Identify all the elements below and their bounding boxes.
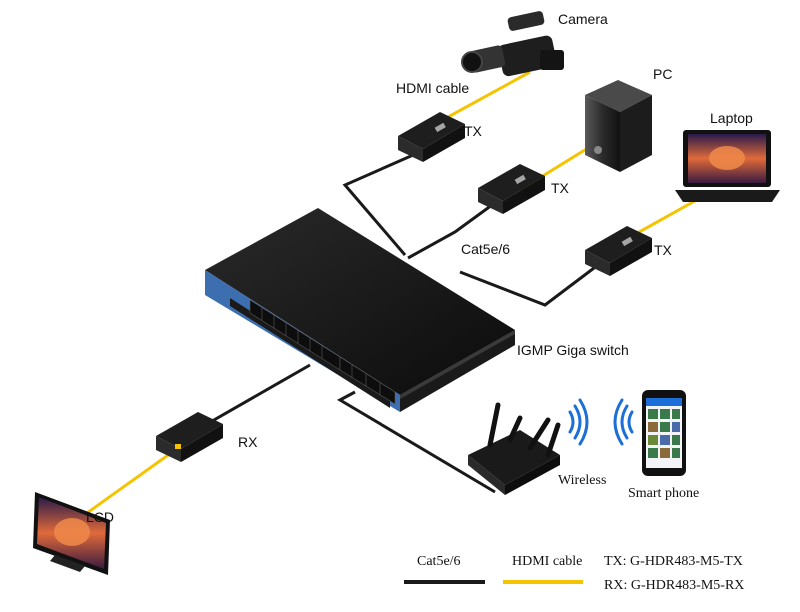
rx-extender-icon (156, 412, 223, 462)
cat-cable-rx (199, 363, 311, 430)
laptop-icon (675, 130, 780, 202)
smartphone-icon (642, 390, 686, 476)
tx-extender-icon (478, 164, 545, 214)
tx-extender-icon (585, 226, 652, 276)
legend: Cat5e/6 HDMI cable TX: G-HDR483-M5-TX RX… (404, 554, 744, 593)
legend-tx-model: TX: G-HDR483-M5-TX (604, 554, 743, 569)
smartphone-label: Smart phone (628, 486, 699, 501)
router-icon (468, 402, 561, 495)
hdmi-cable-lcd (79, 446, 179, 520)
cat-cable-tx1 (342, 150, 421, 256)
legend-hdmi-label: HDMI cable (512, 554, 582, 569)
cat-cable-tx2 (407, 203, 493, 260)
legend-cat-label: Cat5e/6 (417, 554, 461, 569)
switch-label: IGMP Giga switch (517, 342, 629, 358)
pc-tower-icon (585, 80, 652, 172)
camera-icon (461, 11, 564, 77)
wifi-signal-icon (613, 398, 634, 446)
rx-label: RX (238, 434, 258, 450)
tx3-label: TX (654, 242, 673, 258)
camera-label: Camera (558, 11, 608, 27)
tx-extender-icon (398, 112, 465, 162)
legend-rx-model: RX: G-HDR483-M5-RX (604, 578, 744, 593)
lcd-monitor-icon (33, 492, 110, 575)
wifi-signal-icon (568, 398, 589, 446)
lcd-label: LCD (86, 509, 114, 525)
wireless-label: Wireless (558, 473, 606, 488)
hdmi-cable-label: HDMI cable (396, 80, 469, 96)
cat-cable-tx3 (459, 263, 599, 307)
network-switch-icon (205, 208, 515, 412)
laptop-label: Laptop (710, 110, 753, 126)
tx1-label: TX (464, 123, 483, 139)
cat-label: Cat5e/6 (461, 241, 510, 257)
pc-label: PC (653, 66, 672, 82)
cat-cable-router (336, 390, 496, 494)
tx2-label: TX (551, 180, 570, 196)
